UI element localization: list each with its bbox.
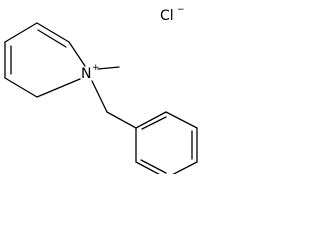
bond-n-ch2 [91, 80, 108, 113]
bond-ph-4 [172, 161, 198, 174]
bond-ch2-phenyl [106, 111, 137, 129]
bond-c2-c3-double [37, 29, 67, 48]
nitrogen-charge: + [92, 63, 100, 73]
bond-c2-c3 [36, 22, 70, 43]
bond-ph-5-double [140, 159, 167, 174]
bond-n-methyl [97, 66, 120, 70]
bond-ph-5 [135, 161, 160, 174]
bond-ph-1 [135, 111, 167, 129]
nitrogen-label: N [81, 66, 91, 82]
bond-ph-1-double [141, 116, 167, 130]
bond-n1-c2 [68, 41, 86, 67]
chloride-label: Cl [160, 8, 174, 24]
chloride-charge: − [177, 5, 185, 15]
chemical-structure-diagram: Cl − N + [4, 5, 198, 174]
bond-c3-c4 [4, 22, 38, 43]
bond-c6-n1 [36, 78, 81, 98]
benzene-ring [135, 111, 198, 174]
dihydropyridinium-ring [4, 22, 86, 98]
bond-c5-c6 [4, 77, 38, 98]
bond-ph-2 [165, 111, 198, 129]
structure-canvas: Cl − N + [4, 5, 198, 174]
